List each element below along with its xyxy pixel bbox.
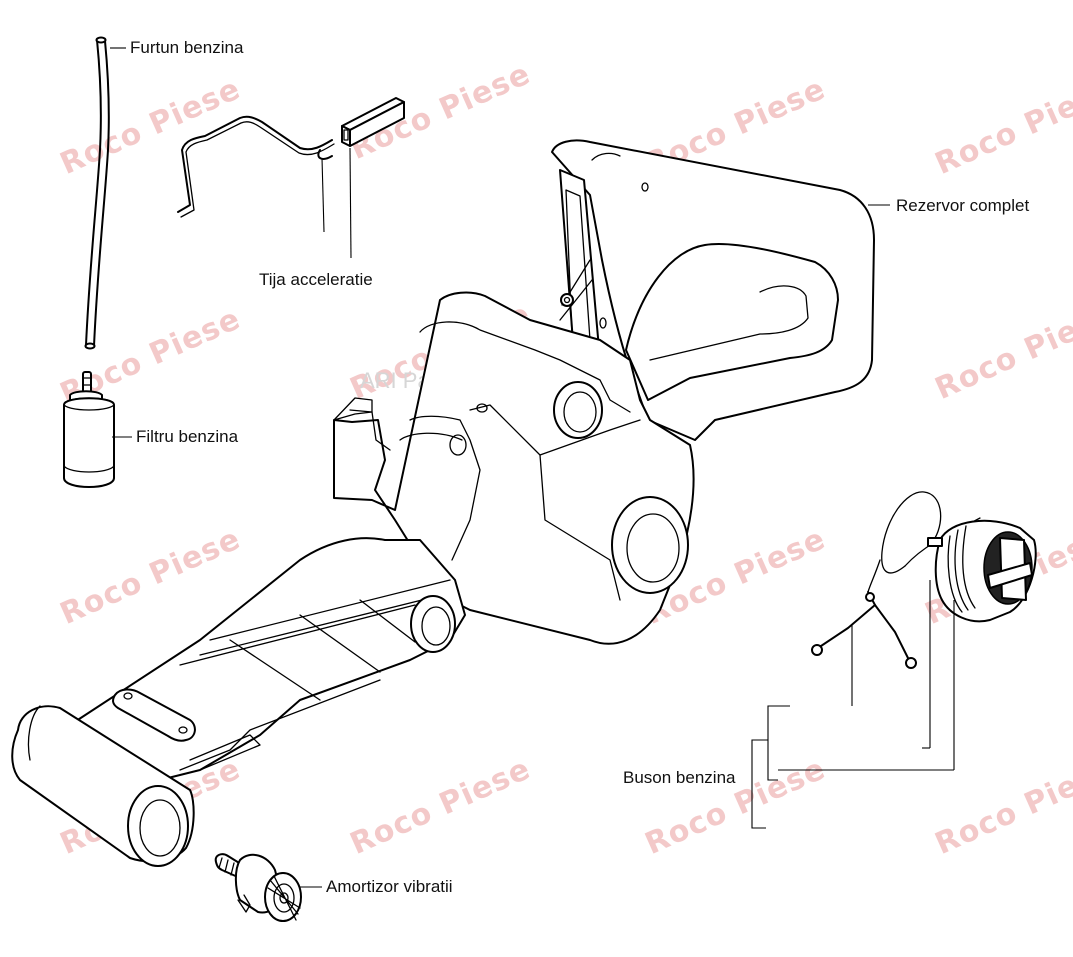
label-throttle-rod: Tija acceleratie [259, 270, 373, 289]
vibration-damper-part [214, 853, 322, 922]
throttle-rod-part [177, 97, 405, 259]
fuel-cap-part [751, 491, 1037, 829]
fuel-filter-part [63, 371, 115, 488]
label-fuel-filter: Filtru benzina [136, 427, 239, 446]
label-vibration-damper: Amortizor vibratii [326, 877, 453, 896]
label-fuel-cap: Buson benzina [623, 768, 736, 787]
fuel-hose-part [84, 36, 110, 350]
fuel-tank-part [11, 139, 875, 867]
label-fuel-tank: Rezervor complet [896, 196, 1030, 215]
label-fuel-hose: Furtun benzina [130, 38, 244, 57]
